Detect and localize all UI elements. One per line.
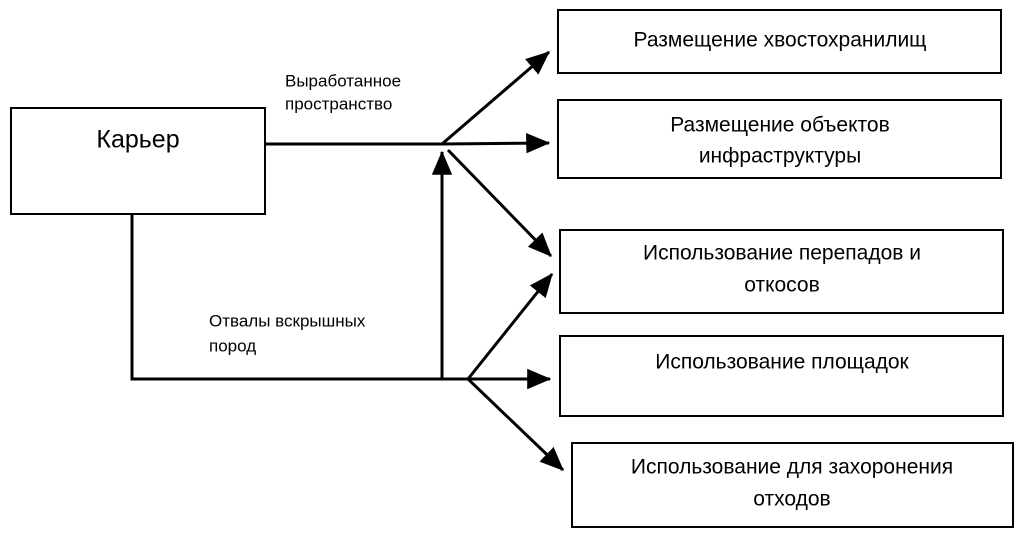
- edge-label-line-1: Отвалы вскрышных: [209, 311, 366, 330]
- node-karier-label: Карьер: [96, 126, 179, 154]
- edge-upper-hub-to-ispolzovanie-perepadov: [446, 148, 553, 258]
- node-ispolzovanie-ploshchadok[interactable]: Использование площадок: [559, 335, 1004, 417]
- node-box: [559, 229, 1004, 314]
- node-razmeshchenie-khvostokhranilishch[interactable]: Размещение хвостохранилищ: [557, 9, 1002, 74]
- node-karier[interactable]: Карьер: [10, 107, 266, 215]
- edge-label-line-2: пространство: [285, 94, 392, 113]
- node-ispolzovanie-perepadov-i-otkosov[interactable]: Использование перепадов и откосов: [559, 229, 1004, 314]
- edge-label-vyrabotannoe-prostranstvo: Выработанное пространство: [285, 71, 401, 113]
- node-label-line-1: Использование площадок: [655, 351, 909, 374]
- node-razmeshchenie-obektov-infrastruktury[interactable]: Размещение объектов инфраструктуры: [557, 99, 1002, 179]
- node-label-line-1: Размещение объектов: [670, 114, 890, 137]
- node-label-line-1: Использование перепадов и: [643, 242, 921, 265]
- node-box: [559, 335, 1004, 417]
- node-label-line-1: Размещение хвостохранилищ: [634, 29, 927, 52]
- node-box: [557, 99, 1002, 179]
- node-box: [557, 9, 1002, 74]
- edge-to-razmeshchenie-obektov-infrastruktury: [441, 133, 551, 154]
- node-box: [571, 442, 1014, 528]
- node-karier-box: [10, 107, 266, 215]
- edge-label-line-1: Выработанное: [285, 71, 401, 90]
- edge-karier-to-lower-hub: [130, 214, 468, 381]
- edge-label-line-2: пород: [209, 336, 256, 355]
- node-label-line-2: отходов: [753, 488, 830, 511]
- node-ispolzovanie-dlya-zakhoroneniya-otkhodov[interactable]: Использование для захоронения отходов: [571, 442, 1014, 528]
- node-label-line-2: инфраструктуры: [699, 145, 861, 168]
- node-label-line-2: откосов: [744, 274, 820, 297]
- edge-lower-hub-to-ispolzovanie-perepadov: [466, 273, 554, 380]
- node-label-line-1: Использование для захоронения: [631, 456, 953, 479]
- edge-to-ispolzovanie-dlya-zakhoroneniya-otkhodov: [466, 377, 565, 472]
- edge-to-razmeshchenie-khvostokhranilishch: [441, 50, 550, 146]
- edge-label-otvaly-vskryshnykh-porod: Отвалы вскрышных пород: [209, 311, 366, 355]
